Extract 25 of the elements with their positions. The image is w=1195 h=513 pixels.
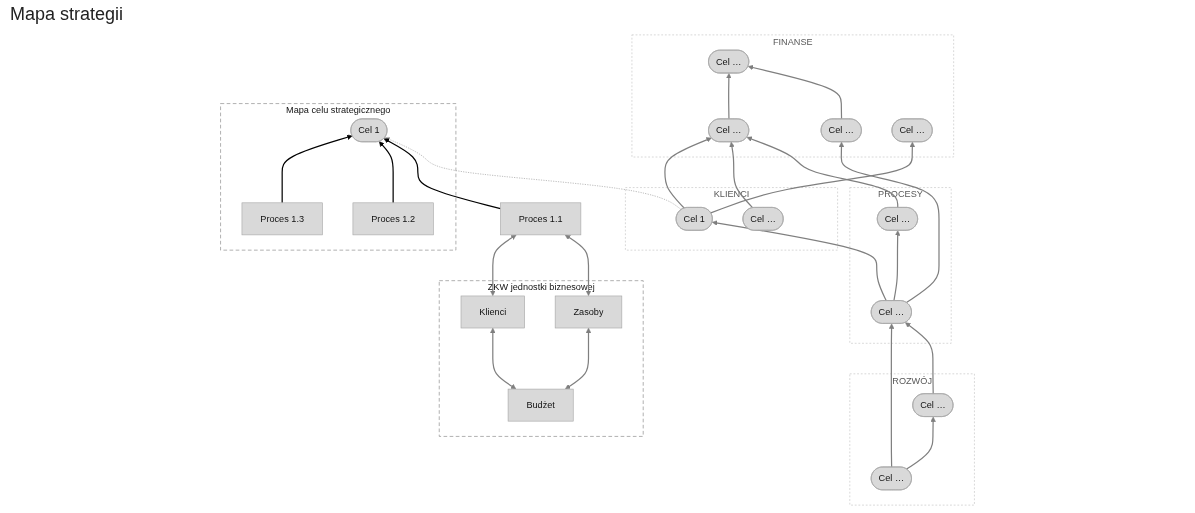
node-box: Zasoby bbox=[554, 295, 623, 329]
arrow bbox=[893, 230, 901, 302]
arrow bbox=[906, 416, 936, 470]
diagram-heading: Mapa strategii bbox=[10, 4, 124, 25]
arrow bbox=[726, 73, 732, 120]
arrow bbox=[746, 136, 899, 209]
arrow bbox=[378, 141, 394, 204]
arrow bbox=[564, 234, 592, 296]
arrow bbox=[888, 323, 895, 468]
arrow bbox=[490, 234, 517, 296]
node-box: Proces 1.1 bbox=[500, 202, 582, 236]
arrow bbox=[490, 327, 517, 390]
node-box: Budżet bbox=[507, 388, 574, 422]
arrow bbox=[383, 138, 502, 210]
arrow bbox=[710, 141, 915, 214]
arrow bbox=[712, 220, 887, 302]
arrow bbox=[838, 141, 940, 304]
node-box: Proces 1.3 bbox=[241, 202, 323, 236]
arrow bbox=[664, 137, 712, 209]
node-box: Proces 1.2 bbox=[352, 202, 434, 236]
node-box: Klienci bbox=[460, 295, 525, 329]
arrow bbox=[905, 322, 934, 395]
arrow bbox=[281, 134, 353, 204]
arrow bbox=[747, 64, 843, 120]
arrow bbox=[565, 327, 592, 390]
